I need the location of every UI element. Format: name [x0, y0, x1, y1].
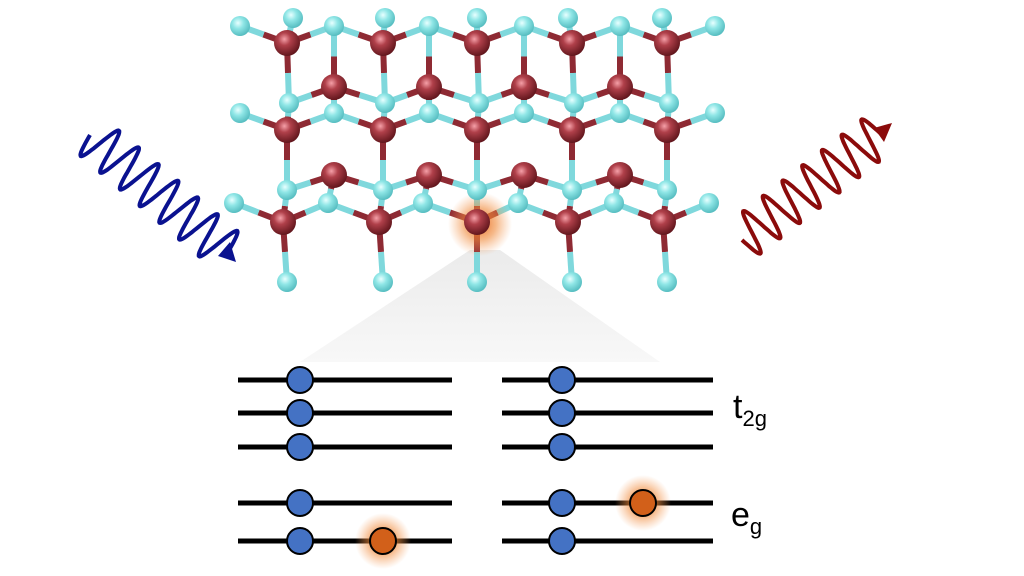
ligand-atom — [375, 8, 395, 28]
metal-atom — [654, 117, 680, 143]
electron — [548, 366, 576, 394]
metal-atom — [464, 117, 490, 143]
ligand-atom — [230, 16, 250, 36]
metal-atom — [370, 117, 396, 143]
ligand-atom — [230, 103, 250, 123]
ligand-atom — [413, 193, 433, 213]
ligand-atom — [419, 16, 439, 36]
ligand-atom — [604, 193, 624, 213]
projection-cone — [300, 250, 660, 362]
ligand-atom — [558, 8, 578, 28]
ligand-atom — [705, 103, 725, 123]
ligand-atom — [324, 103, 344, 123]
metal-atom — [366, 209, 392, 235]
ligand-atom — [283, 8, 303, 28]
ligand-atom — [277, 180, 297, 200]
ligand-atom — [373, 180, 393, 200]
metal-atom — [321, 162, 347, 188]
electron — [286, 433, 314, 461]
ligand-atom — [699, 193, 719, 213]
crystal-lattice — [224, 8, 725, 292]
ligand-atom — [467, 8, 487, 28]
metal-atom — [274, 30, 300, 56]
electron — [286, 366, 314, 394]
metal-atom — [464, 30, 490, 56]
energy-levels-left — [238, 366, 452, 569]
electron — [548, 399, 576, 427]
metal-atom — [654, 30, 680, 56]
metal-atom — [370, 30, 396, 56]
electron — [548, 433, 576, 461]
ligand-atom — [564, 93, 584, 113]
ligand-atom — [419, 103, 439, 123]
ligand-atom — [375, 93, 395, 113]
ligand-atom — [324, 16, 344, 36]
metal-atom — [416, 162, 442, 188]
incoming-photon-arrowhead — [218, 242, 236, 262]
incoming-photon-wave — [78, 128, 240, 259]
electron — [548, 489, 576, 517]
ligand-atom — [705, 16, 725, 36]
energy-levels-right — [502, 366, 713, 555]
metal-atom — [464, 209, 490, 235]
ligand-atom — [610, 16, 630, 36]
energy-level-diagram — [238, 366, 713, 569]
ligand-atom — [514, 16, 534, 36]
metal-atom — [650, 209, 676, 235]
ligand-atom — [657, 272, 677, 292]
metal-atom — [607, 74, 633, 100]
outgoing-photon-arrowhead — [874, 123, 892, 142]
ligand-atom — [652, 8, 672, 28]
metal-atom — [416, 74, 442, 100]
ligand-atom — [467, 272, 487, 292]
metal-atom — [270, 209, 296, 235]
electron — [548, 527, 576, 555]
outgoing-photon-wave — [740, 117, 882, 256]
ligand-atom — [318, 193, 338, 213]
ligand-atom — [657, 180, 677, 200]
t2g-label: t2g — [733, 388, 767, 431]
metal-atom — [559, 117, 585, 143]
metal-atom — [511, 162, 537, 188]
ligand-atom — [373, 272, 393, 292]
ligand-atom — [279, 93, 299, 113]
metal-atom — [274, 117, 300, 143]
metal-atom — [555, 209, 581, 235]
ligand-atom — [467, 180, 487, 200]
metal-atom — [559, 30, 585, 56]
ligand-atom — [562, 180, 582, 200]
metal-atom — [511, 74, 537, 100]
ligand-atom — [610, 103, 630, 123]
metal-atom — [607, 162, 633, 188]
excited-electron — [629, 489, 657, 517]
metal-atom — [321, 74, 347, 100]
electron — [286, 489, 314, 517]
ligand-atom — [469, 93, 489, 113]
ligand-atom — [508, 193, 528, 213]
eg-label: eg — [731, 496, 763, 539]
ligand-atom — [659, 93, 679, 113]
ligand-atom — [277, 272, 297, 292]
ligand-atom — [224, 193, 244, 213]
electron — [286, 399, 314, 427]
ligand-atom — [514, 103, 534, 123]
electron — [286, 527, 314, 555]
excited-electron — [369, 527, 397, 555]
ligand-atom — [562, 272, 582, 292]
